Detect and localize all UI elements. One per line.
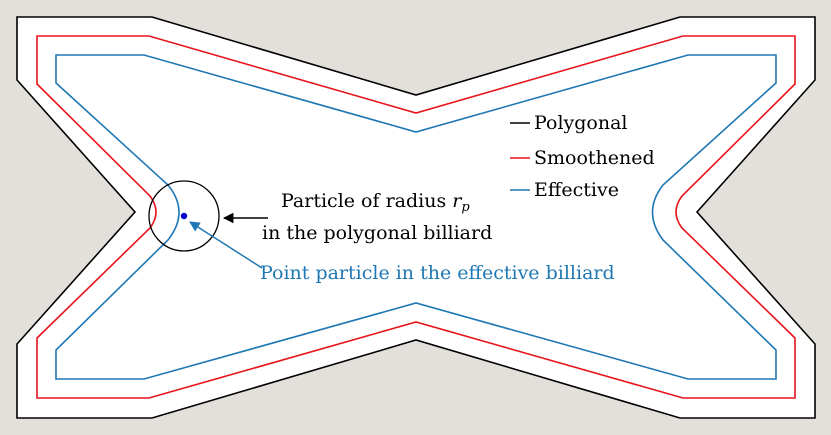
legend-polygonal-label: Polygonal [534, 112, 628, 134]
particle-circle [148, 180, 220, 252]
point-particle-label: Point particle in the effective billiard [260, 262, 615, 284]
effective-boundary [55, 54, 777, 380]
particle-label-line2: in the polygonal billiard [262, 222, 492, 244]
legend-effective-label: Effective [534, 179, 619, 201]
point-particle [180, 212, 188, 220]
point-particle-arrow [189, 221, 263, 269]
smoothened-boundary [36, 35, 796, 399]
particle-label-line1: Particle of radius rp [281, 190, 470, 215]
legend: Polygonal Smoothened Effective [510, 112, 655, 201]
polygonal-boundary [16, 16, 816, 419]
legend-smoothened-label: Smoothened [534, 147, 655, 169]
